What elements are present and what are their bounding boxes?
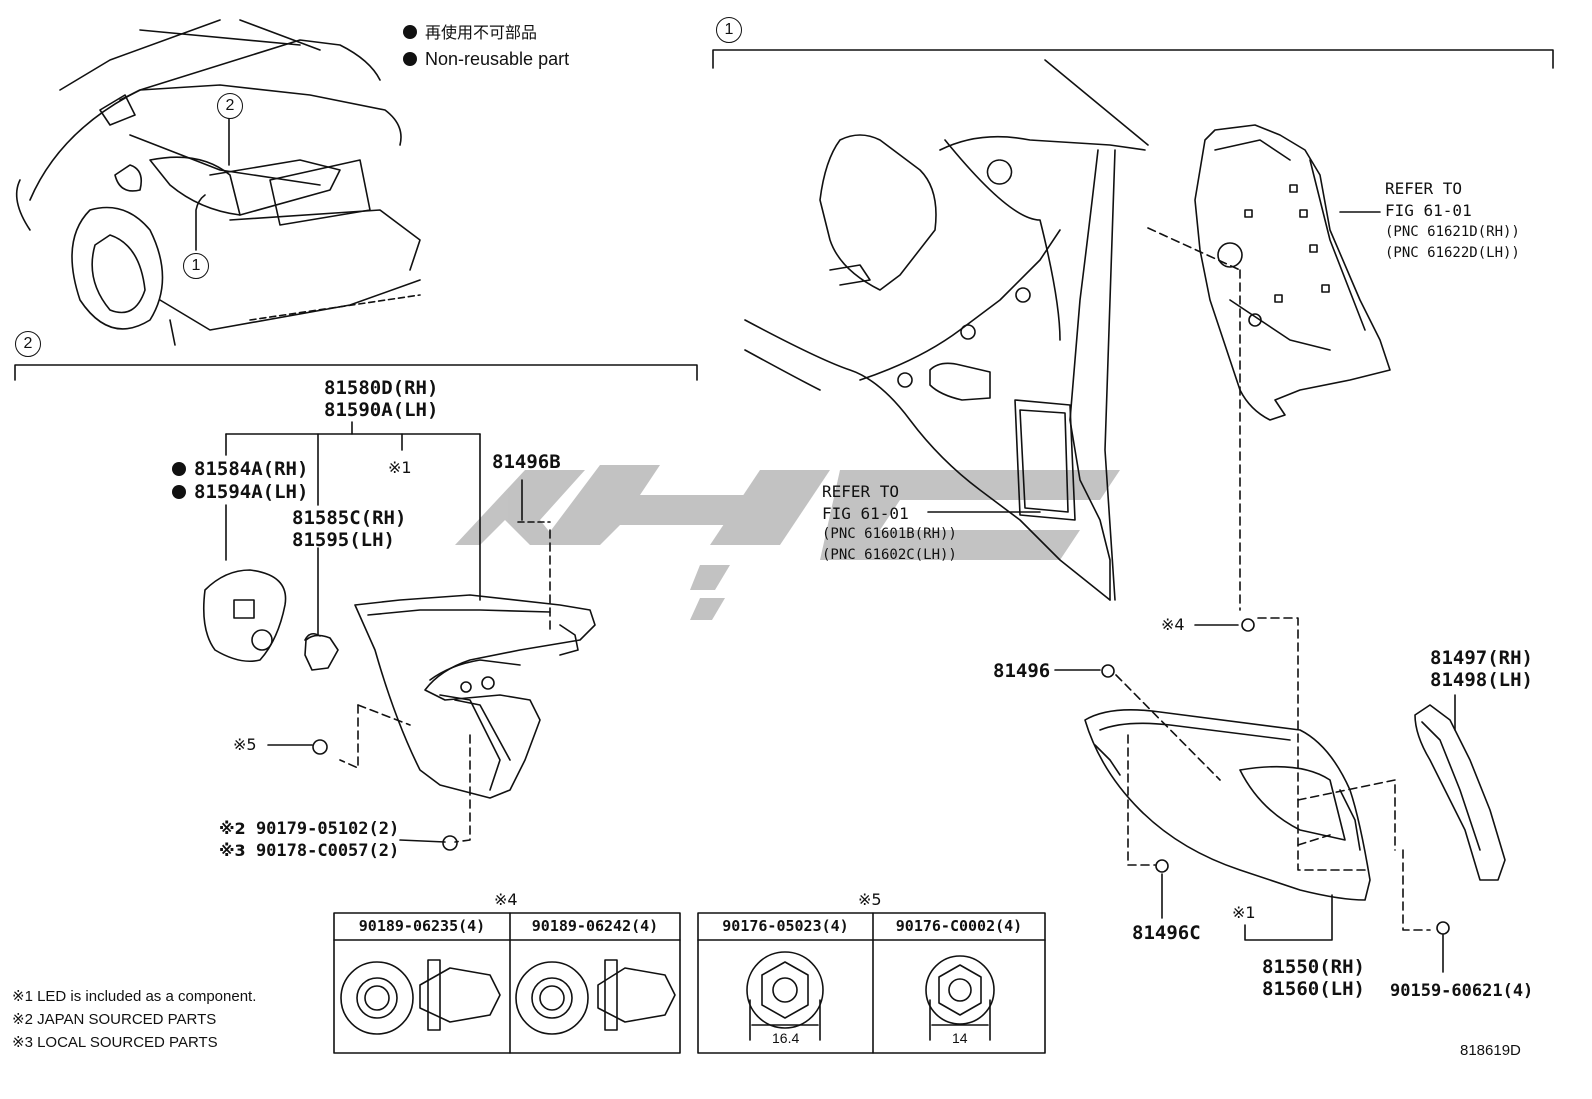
vehicle-rear-view (15, 19, 421, 346)
note-1: ※1 LED is included as a component. (12, 988, 257, 1005)
note2-marker: ※2 (219, 819, 246, 838)
table4-col2-header: 90189-06242(4) (531, 917, 659, 935)
refer-lower-3: (PNC 61601B(RH)) (822, 526, 957, 542)
inner-trim-panel (1194, 124, 1391, 421)
table5-col2-header: 90176-C0002(4) (895, 917, 1023, 935)
label-socket-rh: 81585C(RH) (292, 507, 407, 529)
table5-dim1: 16.4 (772, 1030, 800, 1046)
table5-dim2: 14 (952, 1030, 968, 1046)
label-assy-lh: 81590A(LH) (324, 399, 439, 421)
table4-col1-header: 90189-06235(4) (358, 917, 486, 935)
label-clip-81496: 81496 (993, 660, 1051, 682)
refer-lower-4: (PNC 61602C(LH)) (822, 547, 957, 563)
label-gasket-lh: 81594A(LH) (172, 480, 308, 504)
label-screw-line2: ※3 90178-C0057(2) (219, 840, 399, 862)
inner-tail-lamp (354, 594, 596, 799)
refer-upper-2: FIG 61-01 (1385, 201, 1472, 220)
callout-2-vehicle: 2 (217, 93, 243, 119)
label-clip-81496b: 81496B (492, 451, 561, 473)
non-reusable-dot-icon (403, 52, 417, 66)
label-screw-line1: ※2 90179-05102(2) (219, 818, 399, 840)
legend-en-text: Non-reusable part (425, 49, 570, 69)
label-clip-81496c: 81496C (1132, 922, 1201, 944)
refer-upper-3: (PNC 61621D(RH)) (1385, 224, 1520, 240)
legend-jp-text: 再使用不可部品 (425, 25, 538, 42)
body-side-panel (744, 59, 1149, 601)
refer-lower-1: REFER TO (822, 482, 900, 501)
callout-1-vehicle: 1 (183, 253, 209, 279)
label-gasket-rh: 81584A(RH) (172, 457, 308, 481)
table-5-frame (697, 912, 1046, 1054)
table5-col1-header: 90176-05023(4) (722, 917, 849, 935)
section2-bracket (14, 364, 698, 381)
side-garnish-cover (1414, 704, 1506, 881)
callout-1-section: 1 (716, 17, 742, 43)
non-reusable-dot-icon (172, 462, 186, 476)
table5-title: ※5 (858, 890, 882, 909)
callout-2-section: 2 (15, 331, 41, 357)
note-2: ※2 JAPAN SOURCED PARTS (12, 1011, 217, 1028)
label-lamp-rh: 81550(RH) (1262, 956, 1365, 978)
label-lamp-lh: 81560(LH) (1262, 978, 1365, 1000)
screw-pn2: 90178-C0057(2) (255, 841, 400, 861)
label-cover-rh: 81497(RH) (1430, 647, 1533, 669)
gasket-rh-text: 81584A(RH) (194, 458, 309, 480)
note3-marker: ※3 (219, 841, 246, 860)
label-note1-section2: ※1 (388, 458, 412, 477)
label-note1-section1: ※1 (1232, 903, 1256, 922)
label-cover-lh: 81498(LH) (1430, 669, 1533, 691)
section1-bracket (712, 49, 1554, 69)
watermark-logo (455, 465, 1120, 620)
refer-lower-2: FIG 61-01 (822, 504, 909, 523)
label-note4-section1: ※4 (1161, 615, 1185, 634)
label-bolt: 90159-60621(4) (1390, 981, 1534, 1001)
label-socket-lh: 81595(LH) (292, 529, 395, 551)
label-assy-rh: 81580D(RH) (324, 377, 439, 399)
gasket-lh-text: 81594A(LH) (194, 481, 309, 503)
table-4-frame (333, 912, 681, 1054)
note-3: ※3 LOCAL SOURCED PARTS (12, 1034, 218, 1051)
refer-upper-1: REFER TO (1385, 179, 1463, 198)
outer-tail-lamp (1084, 708, 1371, 901)
label-note5-section2: ※5 (233, 735, 257, 754)
non-reusable-dot-icon (172, 485, 186, 499)
screw-pn1: 90179-05102(2) (255, 819, 400, 839)
legend-jp: 再使用不可部品 (403, 23, 537, 45)
figure-id: 818619D (1460, 1042, 1521, 1059)
table4-title: ※4 (494, 890, 518, 909)
gasket-shape (202, 569, 287, 663)
non-reusable-dot-icon (403, 25, 417, 39)
refer-upper-4: (PNC 61622D(LH)) (1385, 245, 1520, 261)
legend-en: Non-reusable part (403, 48, 569, 70)
